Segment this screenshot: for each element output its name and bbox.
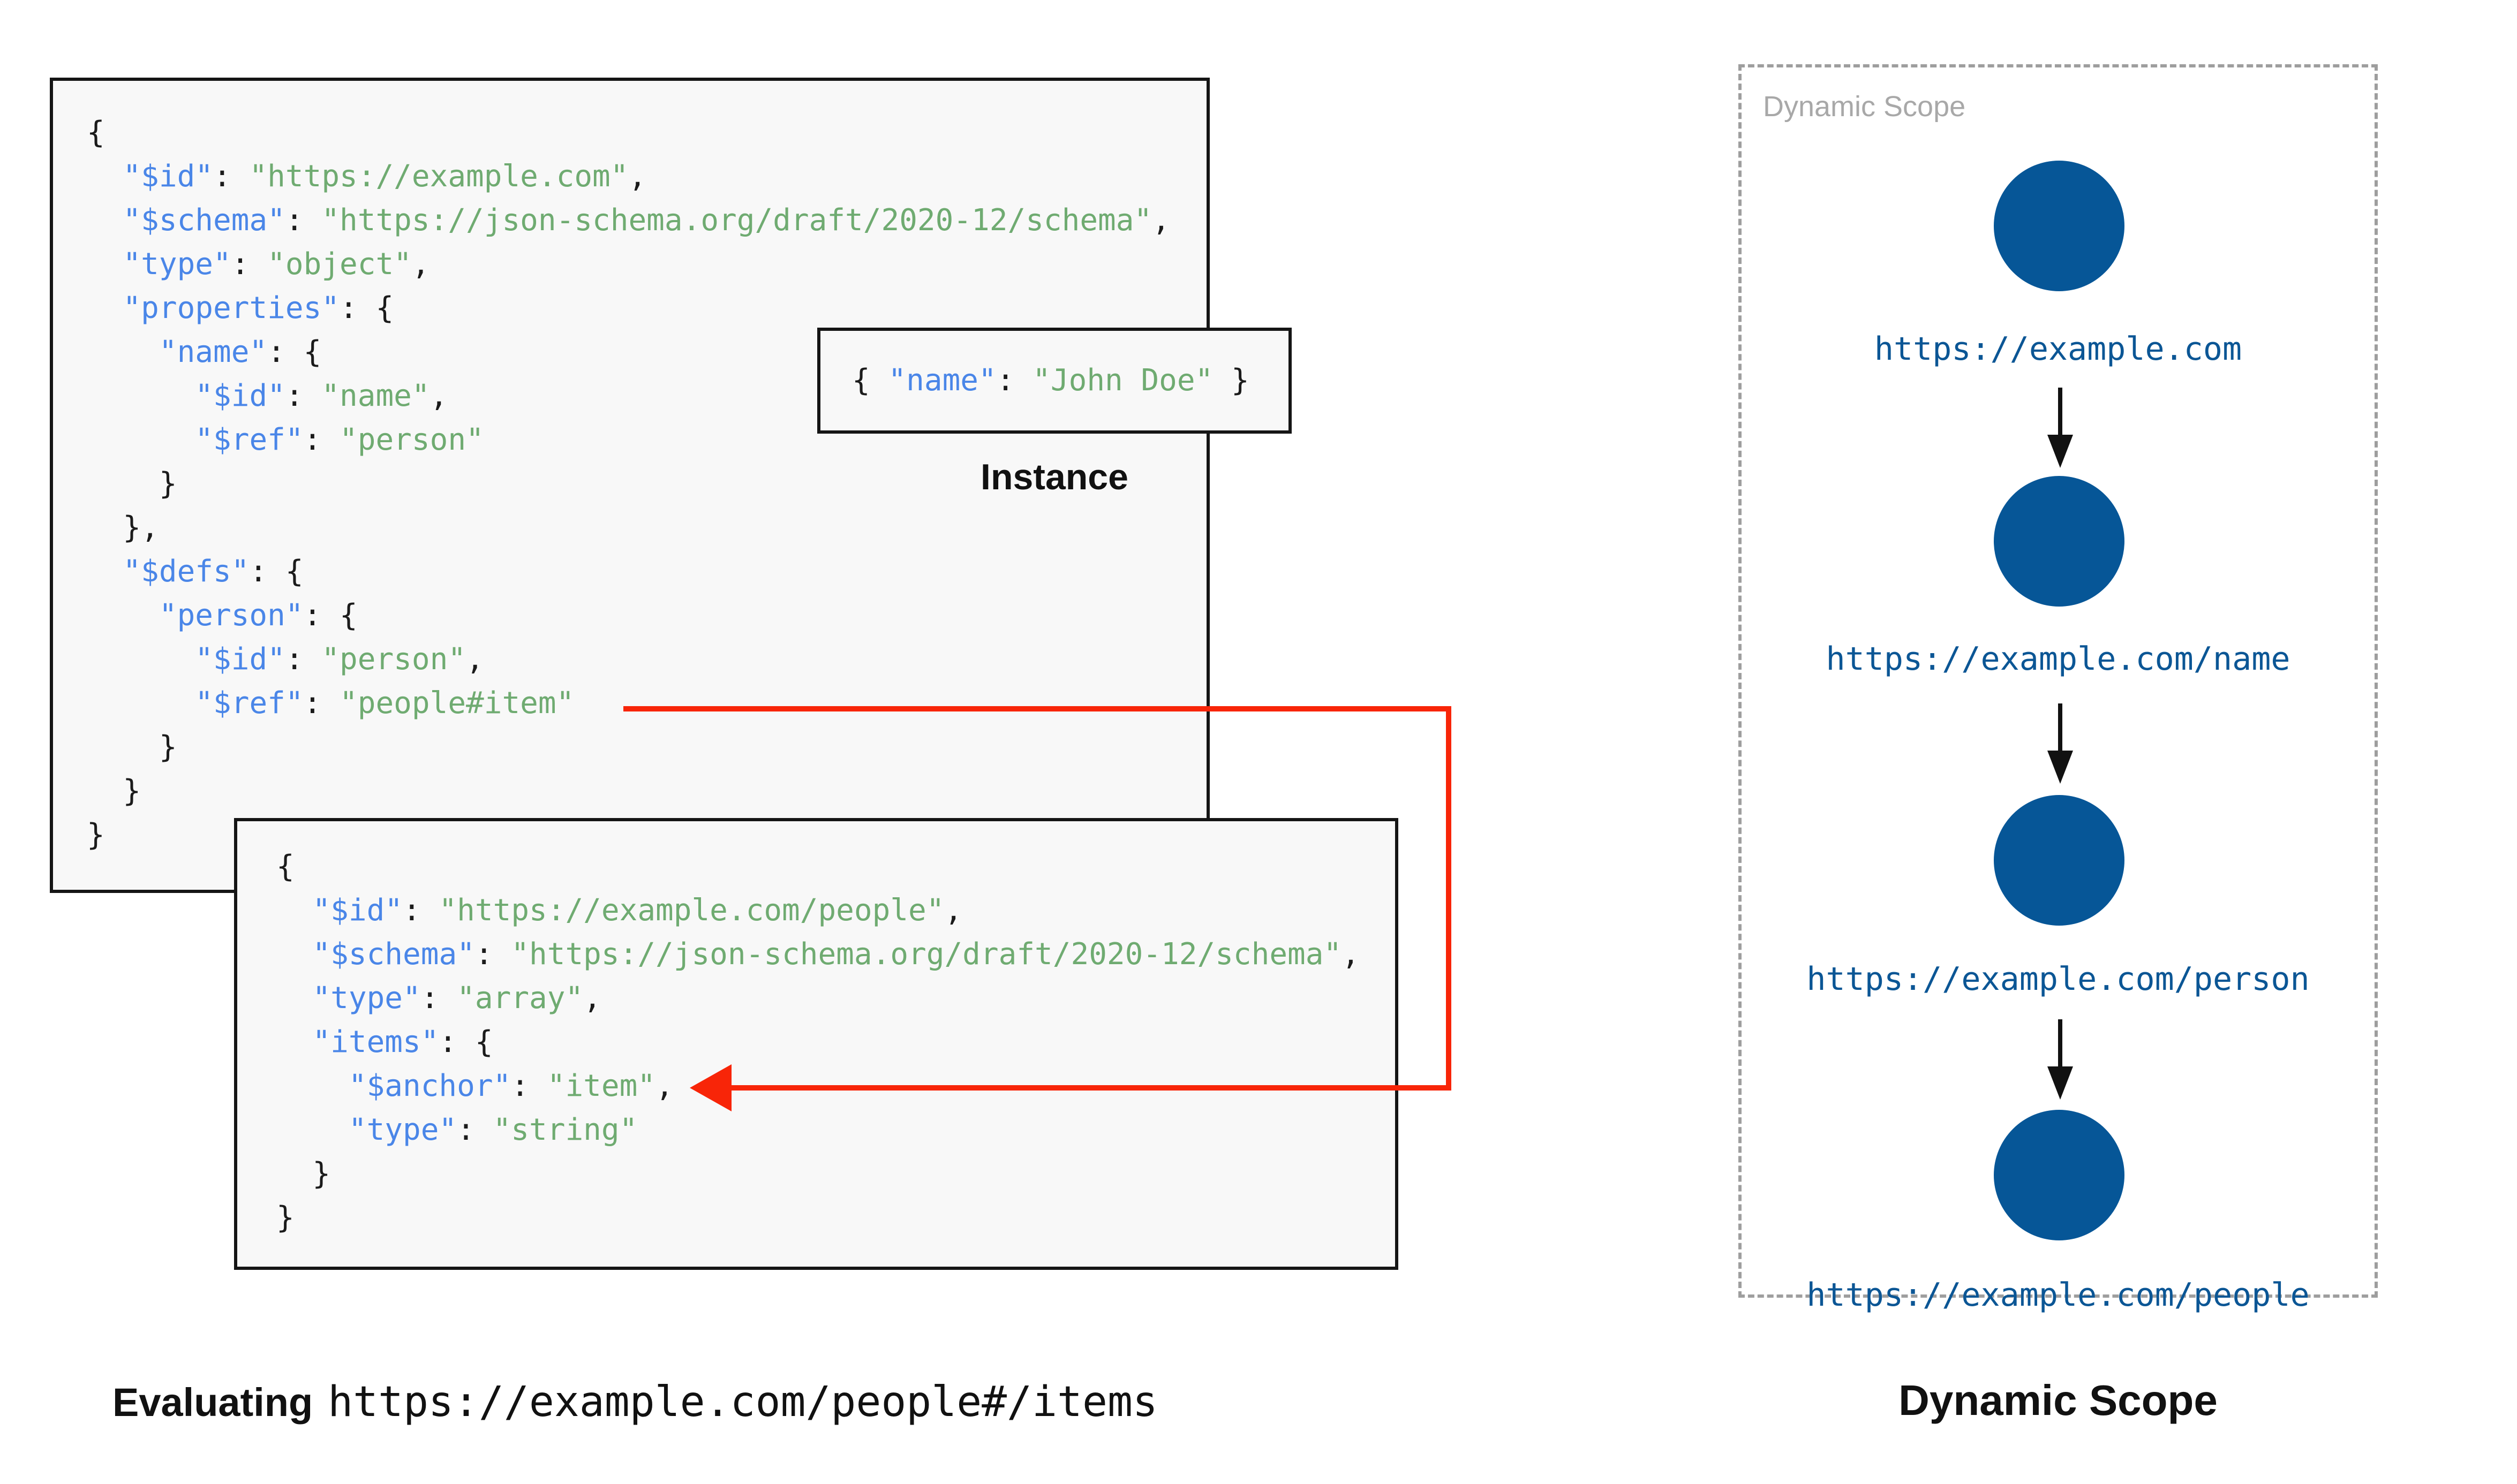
scope-node-url: https://example.com/people [1806,1276,2310,1314]
evaluating-caption-bold: Evaluating [112,1380,313,1425]
schema-outer-block: { "$id": "https://example.com", "$schema… [50,78,1210,893]
schema-people-block: { "$id": "https://example.com/people", "… [234,818,1398,1270]
ref-arrow-segment-top [623,706,1451,711]
instance-box: { "name": "John Doe" } [817,328,1292,434]
dynamic-scope-panel: Dynamic Scope https://example.com https:… [1738,64,2378,1314]
ref-arrow-segment-vertical [1446,706,1451,1091]
scope-node-circle [1994,795,2124,926]
scope-node-url: https://example.com/person [1806,960,2310,998]
dynamic-scope-caption: Dynamic Scope [1898,1376,2218,1424]
scope-node-circle [1994,161,2124,291]
scope-node-url: https://example.com [1874,330,2242,368]
evaluating-caption-url: https://example.com/people#/items [328,1378,1158,1426]
down-arrow-icon [2047,388,2073,468]
down-arrow-icon [2047,1019,2073,1100]
ref-arrowhead-icon [690,1064,732,1111]
scope-node-circle [1994,1110,2124,1240]
evaluating-caption: Evaluating https://example.com/people#/i… [112,1378,1158,1426]
scope-node-url: https://example.com/name [1826,640,2290,678]
dynamic-scope-watermark: Dynamic Scope [1763,90,1966,123]
down-arrow-icon [2047,703,2073,784]
scope-node-circle [1994,476,2124,607]
instance-label: Instance [981,457,1128,497]
ref-arrow-segment-bottom [714,1085,1451,1091]
